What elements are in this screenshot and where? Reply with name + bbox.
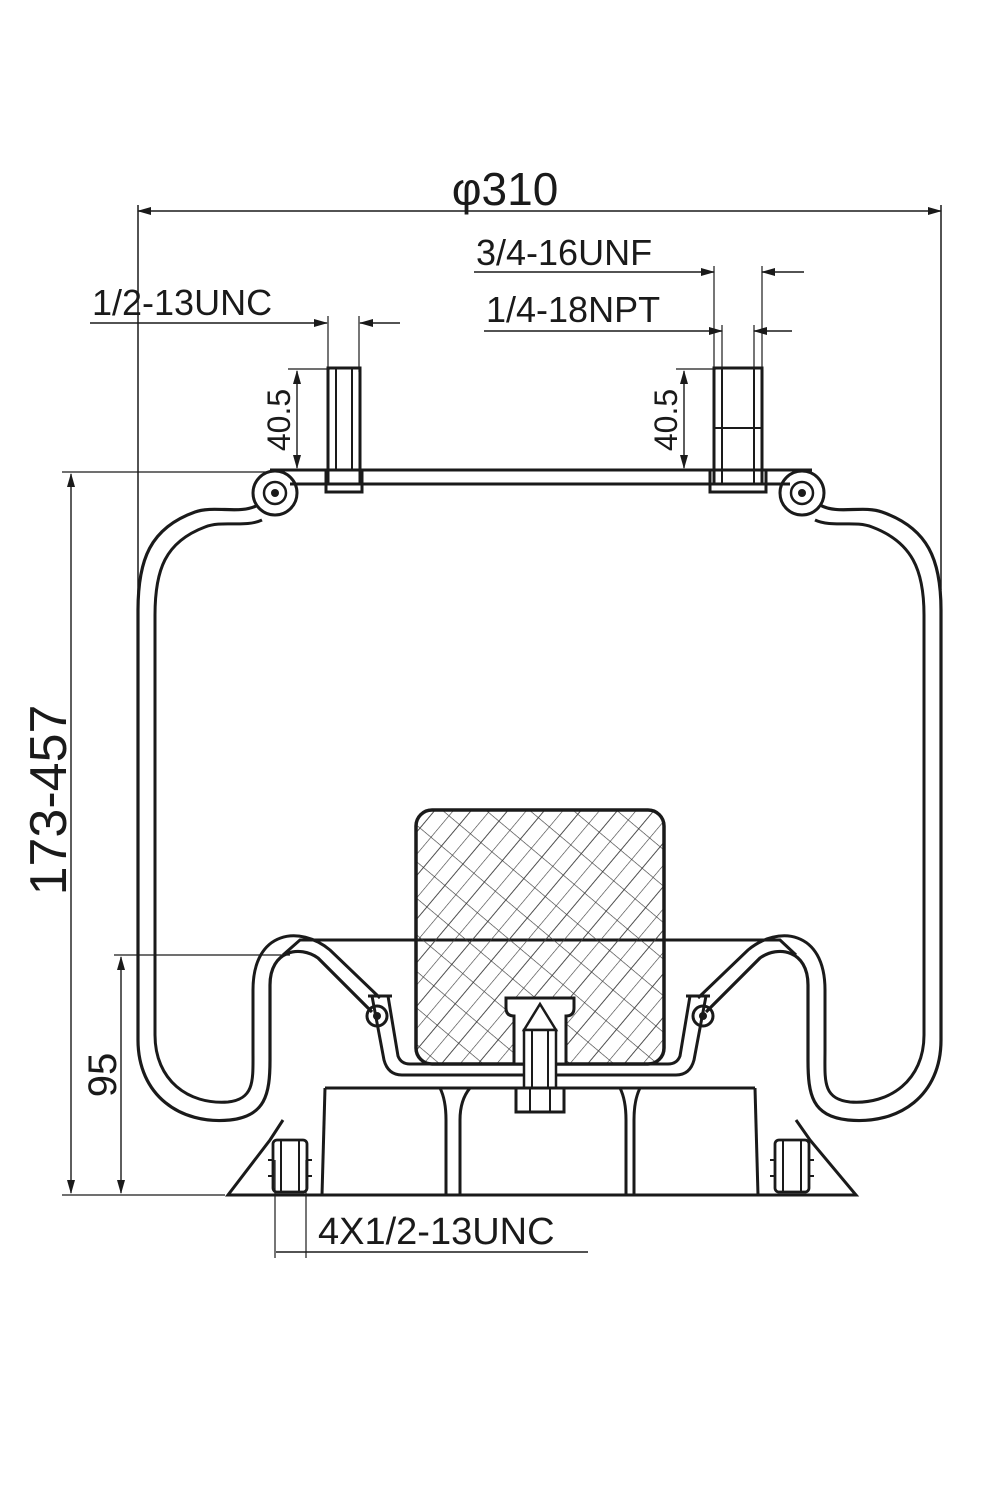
rubber-bellow [136,503,943,1123]
base-thread-callout: 4X1/2-13UNC [274,1160,588,1258]
top-right-thread-label: 3/4-16UNF [476,232,652,273]
piston-height-label: 95 [81,1053,125,1098]
right-stud-air-fitting [708,366,768,494]
right-stud-height-dimension: 40.5 [648,368,716,469]
piston-height-dimension: 95 [81,954,290,1194]
diameter-label: φ310 [452,163,559,215]
height-range-label: 173-457 [20,705,78,896]
top-left-thread-callout: 1/2-13UNC [90,282,400,372]
air-fitting-label: 1/4-18NPT [486,289,660,330]
left-mounting-stud [324,366,364,494]
base-thread-label: 4X1/2-13UNC [318,1211,555,1253]
center-bolt [504,996,576,1114]
diameter-dimension: φ310 [137,163,942,600]
left-stud-height-dimension: 40.5 [261,368,330,469]
left-stud-height-label: 40.5 [261,389,297,451]
right-base-insert [770,1138,814,1194]
air-fitting-callout: 1/4-18NPT [484,289,792,372]
top-left-thread-label: 1/2-13UNC [92,282,272,323]
left-base-insert [268,1138,312,1194]
top-right-thread-callout: 3/4-16UNF [474,232,804,372]
right-stud-height-label: 40.5 [648,389,684,451]
height-range-dimension: 173-457 [20,471,272,1196]
